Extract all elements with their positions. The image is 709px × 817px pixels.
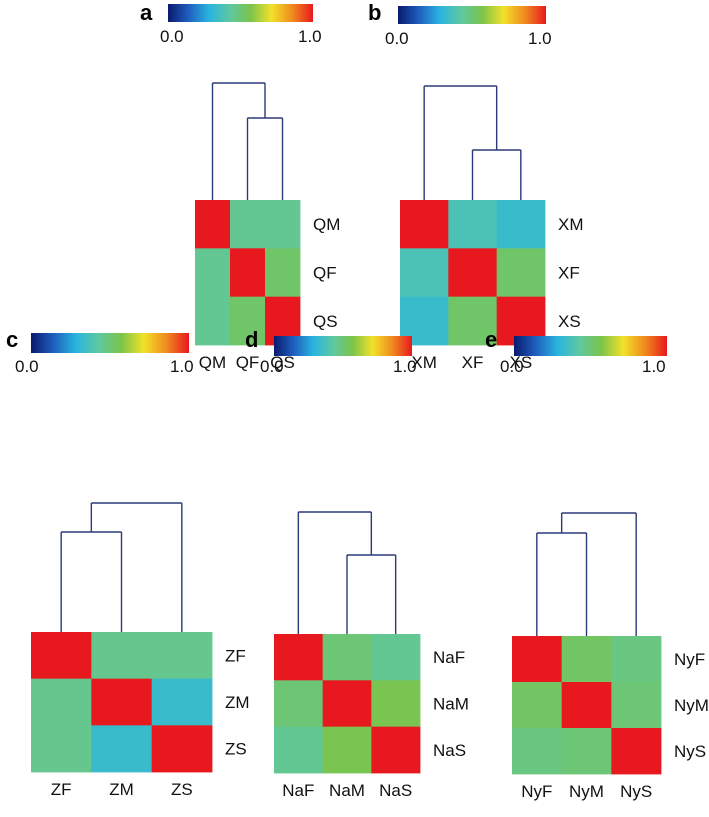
colorbar-max-label: 1.0 <box>298 27 322 46</box>
heatmap-cell <box>274 634 324 681</box>
heatmap-cell <box>151 632 213 680</box>
row-label: NaS <box>433 741 466 760</box>
col-label: QF <box>236 353 260 372</box>
heatmap-cell <box>230 296 266 346</box>
heatmap-cell <box>371 634 421 681</box>
heatmap-cell <box>496 248 546 298</box>
heatmap-cell <box>274 680 324 728</box>
colorbar <box>514 336 667 356</box>
heatmap-cell <box>91 725 153 773</box>
colorbar <box>274 336 412 356</box>
colorbar <box>31 333 189 353</box>
col-label: XF <box>462 353 484 372</box>
row-label: XM <box>558 215 584 234</box>
col-label: QS <box>270 353 295 372</box>
heatmap-cell <box>91 632 153 680</box>
col-label: XM <box>411 353 437 372</box>
row-label: NaF <box>433 648 465 667</box>
panel-b: b0.0 1.0XM XF XS XM XF XS <box>368 0 584 372</box>
colorbar <box>398 6 546 24</box>
heatmap-cell <box>448 248 498 298</box>
heatmap-cell <box>448 296 498 346</box>
heatmap-cell <box>512 728 563 775</box>
row-label: NyM <box>674 696 709 715</box>
heatmap-cell <box>561 728 612 775</box>
heatmap-cell <box>561 636 612 683</box>
row-label: ZF <box>225 646 246 665</box>
heatmap-cell <box>371 726 421 774</box>
col-label: NyF <box>521 782 552 801</box>
panel-letter: c <box>6 327 18 352</box>
colorbar <box>168 4 313 22</box>
panel-a: a 0.0 1.0QM QF QS QM QF QS <box>140 0 340 372</box>
panel-letter: e <box>485 327 497 352</box>
heatmap-cell <box>400 200 449 249</box>
heatmap-cell <box>230 248 266 298</box>
colorbar-min-label: 0.0 <box>385 29 409 48</box>
row-label: QF <box>313 264 337 283</box>
heatmap-cell <box>230 200 266 249</box>
col-label: ZS <box>171 780 193 799</box>
colorbar-max-label: 1.0 <box>528 29 552 48</box>
heatmap-cell <box>195 248 231 298</box>
panel-letter: b <box>368 0 381 25</box>
heatmap-cell <box>265 248 301 298</box>
panel-c: c 0.0 1.0ZF ZM ZS ZF ZM ZS <box>6 327 250 799</box>
colorbar-max-label: 1.0 <box>393 357 417 376</box>
col-label: NaS <box>379 781 412 800</box>
row-label: QS <box>313 312 338 331</box>
col-label: ZF <box>51 780 72 799</box>
heatmap-cell <box>91 678 153 726</box>
row-label: XF <box>558 264 580 283</box>
row-label: NaM <box>433 695 469 714</box>
col-label: QM <box>199 353 226 372</box>
heatmap-cell <box>274 726 324 774</box>
heatmap-cell <box>322 634 372 681</box>
colorbar-min-label: 0.0 <box>260 357 284 376</box>
col-label: NyS <box>620 782 652 801</box>
row-label: XS <box>558 312 581 331</box>
heatmap-cell <box>322 680 372 728</box>
heatmap-cell <box>322 726 372 774</box>
heatmap-cell <box>195 200 231 249</box>
heatmap-cell <box>512 682 563 729</box>
heatmap-cell <box>371 680 421 728</box>
colorbar-max-label: 1.0 <box>642 357 666 376</box>
col-label: NaM <box>329 781 365 800</box>
col-label: NaF <box>282 781 314 800</box>
heatmap-cell <box>195 296 231 346</box>
row-label: NyS <box>674 742 706 761</box>
heatmap-cell <box>265 200 301 249</box>
heatmap-cell <box>400 248 449 298</box>
colorbar-min-label: 0.0 <box>160 27 184 46</box>
heatmap-cell <box>611 636 662 683</box>
heatmap-cell <box>512 636 563 683</box>
colorbar-min-label: 0.0 <box>15 357 39 376</box>
heatmap-cell <box>31 678 92 726</box>
panel-letter: d <box>245 327 258 352</box>
heatmap-cell <box>496 200 546 249</box>
heatmap-cell <box>31 725 92 773</box>
row-label: QM <box>313 215 340 234</box>
row-label: ZM <box>225 693 250 712</box>
colorbar-max-label: 1.0 <box>170 357 194 376</box>
heatmap-cell <box>151 725 213 773</box>
colorbar-min-label: 0.0 <box>500 357 524 376</box>
col-label: ZM <box>109 780 134 799</box>
col-label: XS <box>509 353 532 372</box>
heatmap-cell <box>31 632 92 680</box>
row-label: ZS <box>225 740 247 759</box>
panel-letter: a <box>140 0 153 25</box>
row-label: NyF <box>674 650 705 669</box>
heatmap-cell <box>561 682 612 729</box>
heatmap-cell <box>448 200 498 249</box>
col-label: NyM <box>569 782 604 801</box>
heatmap-cell <box>611 682 662 729</box>
heatmap-cell <box>611 728 662 775</box>
heatmap-cell <box>151 678 213 726</box>
